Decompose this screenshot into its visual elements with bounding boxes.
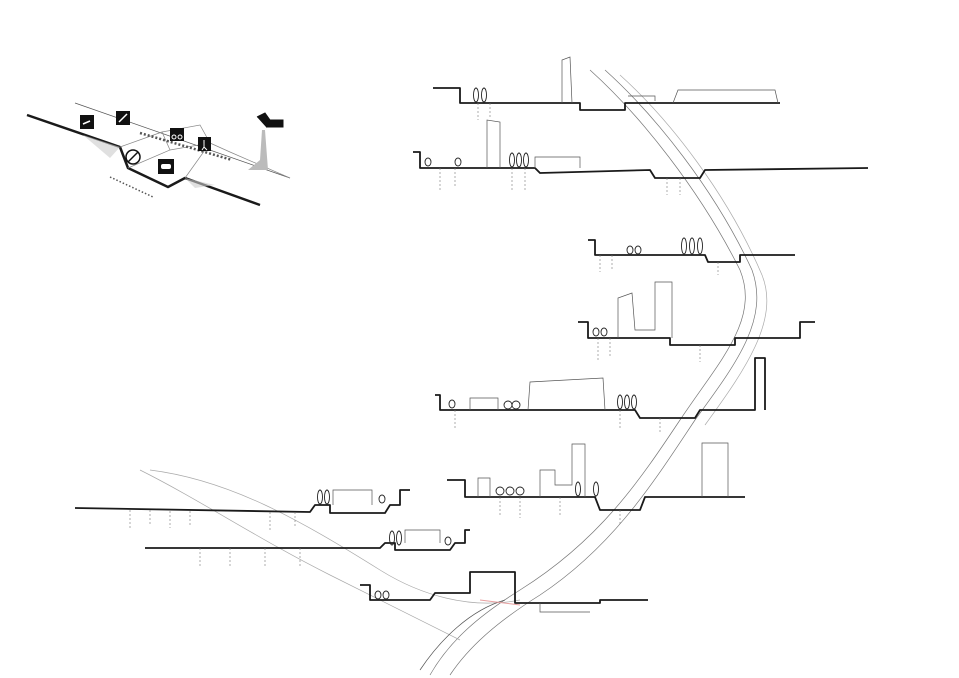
section-3 [588,239,795,275]
swimmer-icon [80,115,94,129]
walkway-dotted-line [109,176,154,198]
tree-symbols [317,87,703,600]
section-8 [145,529,470,568]
playground-icon [116,111,130,125]
section-9 [360,571,648,613]
section-5 [435,357,766,432]
section-1 [433,56,780,120]
excavator-icon [248,112,284,170]
section-7 [74,489,410,530]
hatch-embankment [83,135,215,188]
pedestrian-icon [198,137,211,151]
section-2 [413,119,869,195]
river-channel-lines [139,69,768,676]
car-icon [158,159,174,174]
key-axonometric [26,102,291,207]
section-4 [578,281,815,362]
no-entry-icon [125,149,141,165]
bicycle-icon [170,128,184,141]
section-6 [447,442,745,525]
